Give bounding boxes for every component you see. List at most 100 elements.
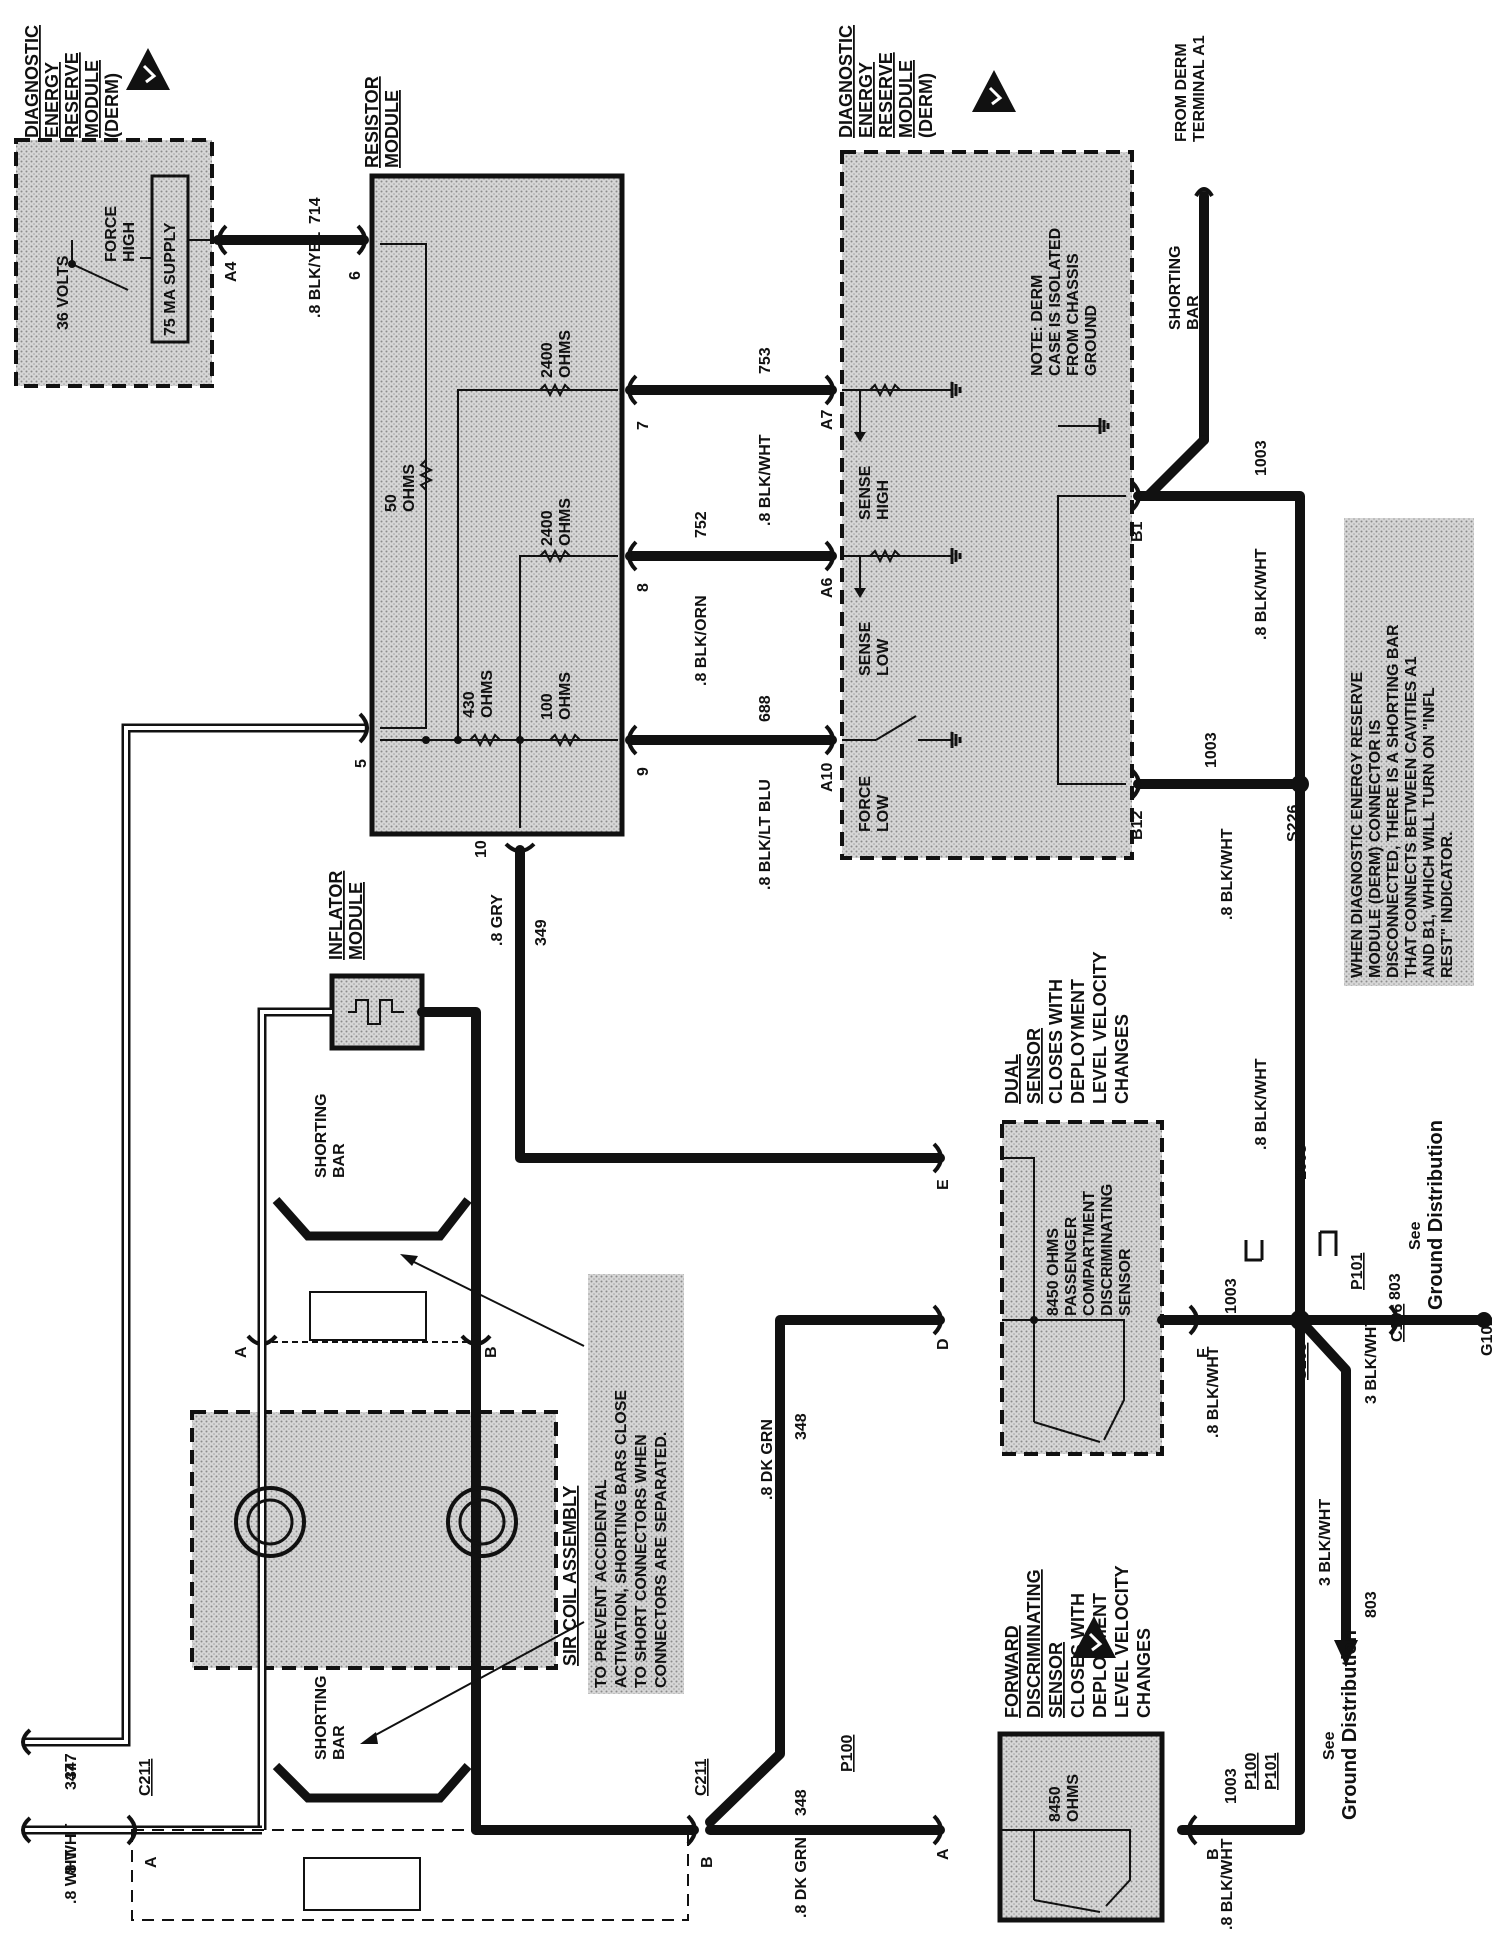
resistor-100-unit: OHMS (557, 672, 574, 720)
resistor-module-title-1: RESISTOR (362, 76, 382, 168)
derm-warning-4: THAT CONNECTS BETWEEN CAVITIES A1 (1403, 656, 1420, 978)
resistor-2400-unit: OHMS (557, 330, 574, 378)
wire-1003d-number: 1003 (1223, 1278, 1240, 1314)
pin-7: 7 (635, 421, 652, 430)
derm-top-left-title-2: ENERGY (42, 62, 62, 138)
wire-1003b-number: 1003 (1203, 732, 1220, 768)
dual-inner-5: SENSOR (1117, 1248, 1134, 1316)
wire-348b-color: .8 DK GRN (793, 1837, 810, 1918)
inflator-title-2: MODULE (346, 882, 366, 960)
pin-6: 6 (347, 271, 364, 280)
fwd-title-3: SENSOR (1046, 1642, 1066, 1718)
derm-right-title-4: MODULE (896, 60, 916, 138)
from-derm-2: TERMINAL A1 (1191, 35, 1208, 142)
wire-714-color: .8 BLK/YEL (307, 232, 324, 318)
fwd-pin-b: B (1205, 1848, 1222, 1860)
resistor-2400b-value: 2400 (539, 510, 556, 546)
derm-right: DIAGNOSTIC ENERGY RESERVE MODULE (DERM) … (836, 25, 1134, 860)
shorting-bar-mid-2: BAR (331, 1143, 348, 1178)
inflator-pin-b: B (483, 1346, 500, 1358)
fwd-title-2: DISCRIMINATING (1024, 1569, 1044, 1718)
dual-sensor-title-3: CLOSES WITH (1046, 979, 1066, 1104)
shorting-note-1: TO PREVENT ACCIDENTAL (593, 1479, 610, 1688)
derm-note-3: FROM CHASSIS (1065, 253, 1082, 376)
dual-sensor-title-5: LEVEL VELOCITY (1090, 951, 1110, 1104)
resistor-430-value: 430 (461, 691, 478, 718)
shorting-bar-top-1: SHORTING (1167, 246, 1184, 330)
resistor-2400b-icon (539, 548, 571, 564)
force-low-label-2: LOW (875, 794, 892, 832)
dual-inner-3: COMPARTMENT (1081, 1191, 1098, 1316)
dual-sensor-title-2: SENSOR (1024, 1028, 1044, 1104)
wire-752-number: 752 (693, 511, 710, 538)
derm-warning-6: REST" INDICATOR. (1439, 831, 1456, 978)
dual-inner-2: PASSENGER (1063, 1216, 1080, 1316)
pin-b12: B12 (1129, 811, 1146, 840)
c106-label: C106 (1389, 1304, 1406, 1342)
warning-icon (970, 68, 1018, 114)
dual-sensor-title-6: CHANGES (1112, 1014, 1132, 1104)
wire-s105-color: .8 BLK/WHT (1205, 1346, 1222, 1438)
derm-warning-note: WHEN DIAGNOSTIC ENERGY RESERVE MODULE (D… (1344, 518, 1474, 986)
dual-sensor-title-1: DUAL (1002, 1054, 1022, 1104)
wire-3blkwht: 3 BLK/WHT (1363, 1317, 1380, 1404)
derm-warning-1: WHEN DIAGNOSTIC ENERGY RESERVE (1349, 672, 1366, 978)
resistor-2400-icon (539, 382, 571, 398)
resistor-module-title-2: MODULE (382, 90, 402, 168)
fwd-title-1: FORWARD (1002, 1625, 1022, 1718)
from-derm-1: FROM DERM (1173, 43, 1190, 142)
wire-348-number: 348 (793, 1413, 810, 1440)
resistor-100-icon (549, 732, 581, 748)
fwd-title-6: LEVEL VELOCITY (1112, 1565, 1132, 1718)
shorting-note-2: ACTIVATION, SHORTING BARS CLOSE (613, 1390, 630, 1688)
shorting-note-4: CONNECTORS ARE SEPARATED. (653, 1432, 670, 1688)
derm-note-1: NOTE: DERM (1029, 275, 1046, 376)
derm-right-title-5: (DERM) (916, 73, 936, 138)
p100a-label: P100 (839, 1735, 856, 1772)
wire-3blkwht-b: 3 BLK/WHT (1317, 1499, 1334, 1586)
shorting-bar-low-1: SHORTING (313, 1676, 330, 1760)
inflator-box (329, 973, 425, 1051)
resistor-430-icon (469, 732, 501, 748)
sir-coil-box (190, 1410, 558, 1670)
pin-a10: A10 (819, 763, 836, 792)
connector-c211: C211 A 347 .8 WHT C211 B (21, 1753, 716, 1921)
derm-right-title-1: DIAGNOSTIC (836, 25, 856, 138)
resistor-100-value: 100 (539, 693, 556, 720)
derm-warning-5: AND B1, WHICH WILL TURN ON "INFL (1421, 687, 1438, 978)
shorting-note-3: TO SHORT CONNECTORS WHEN (633, 1434, 650, 1688)
wire-803: 3 BLK/WHT 3 BLK/WHT 803 See Ground Distr… (1295, 1315, 1380, 1820)
pin-9: 9 (635, 767, 652, 776)
wire-1003-fwd: B 1003 P100 P101 .8 BLK/WHT (1177, 1315, 1305, 1930)
derm-top-left-title-3: RESERVE (62, 52, 82, 138)
ground-g102: 803 C106 G102 See Ground Distribution (1295, 1120, 1496, 1356)
c211b-label: C211 (693, 1759, 710, 1796)
c211b-pin: B (699, 1856, 716, 1868)
supply-label: 75 MA SUPPLY (162, 222, 179, 336)
derm-top-left-title-5: (DERM) (102, 73, 122, 138)
wire-347a-color: .8 WHT (63, 1850, 80, 1904)
wire-1003-b1: B1 1003 .8 BLK/WHT (1129, 440, 1305, 1327)
wire-1003a-number: 1003 (1253, 440, 1270, 476)
shorting-bar-note: TO PREVENT ACCIDENTAL ACTIVATION, SHORTI… (588, 1274, 684, 1694)
wire-bot-color: .8 BLK/WHT (1219, 1838, 1236, 1930)
wire-1003e-number: 1003 (1223, 1768, 1240, 1804)
wire-688-color: .8 BLK/LT BLU (757, 779, 774, 890)
derm-right-title-3: RESERVE (876, 52, 896, 138)
volts-label: 36 VOLTS (55, 255, 72, 330)
sense-high-label-1: SENSE (857, 465, 874, 520)
shorting-bar-derm: FROM DERM TERMINAL A1 SHORTING BAR (1143, 35, 1214, 501)
derm-note-2: CASE IS ISOLATED (1047, 228, 1064, 376)
sir-coil-title: SIR COIL ASSEMBLY (560, 1486, 580, 1666)
splice-s226 (1291, 775, 1309, 793)
p101b-label: P101 (1263, 1753, 1280, 1790)
wire-348-color: .8 DK GRN (759, 1419, 776, 1500)
pin-a6: A6 (819, 577, 836, 598)
dual-sensor-title-4: DEPLOYMENT (1068, 979, 1088, 1104)
pin-a7: A7 (819, 409, 836, 430)
resistor-module: RESISTOR MODULE 50 OHMS 2400 OHMS 2400 O… (362, 76, 625, 837)
sense-high-label-2: HIGH (875, 480, 892, 520)
wire-349-number: 349 (533, 919, 550, 946)
derm-top-left-title-1: DIAGNOSTIC (22, 25, 42, 138)
wire-714: A4 714 .8 BLK/YEL 6 (213, 197, 369, 318)
